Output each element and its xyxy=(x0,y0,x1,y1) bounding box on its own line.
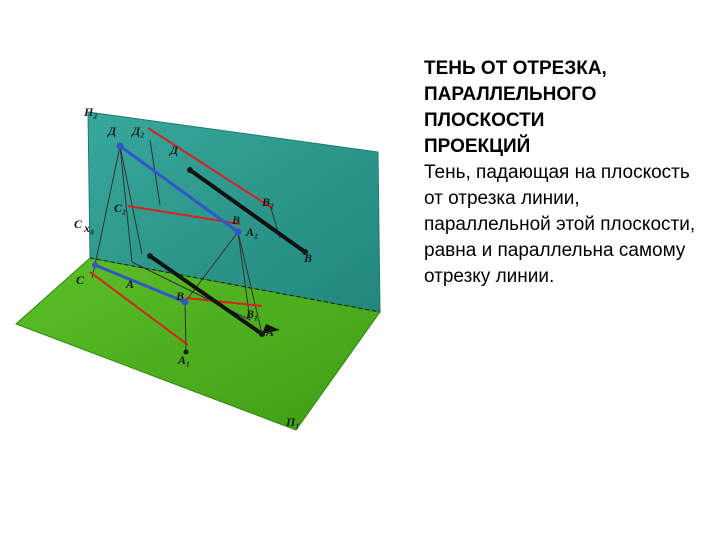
label-b1: В₁ xyxy=(245,307,258,321)
blue-segment xyxy=(94,144,239,304)
points xyxy=(92,142,308,355)
light-rays xyxy=(89,127,273,346)
label-d2: Д₂ xyxy=(131,124,144,138)
label-x0: x₀ xyxy=(83,221,94,235)
shadow-arrow-tip xyxy=(262,324,280,334)
label-b-low: В xyxy=(175,289,184,303)
label-c-low: С xyxy=(76,273,85,287)
slide-body: Тень, падающая на плоскость от отрезка л… xyxy=(424,162,696,287)
label-a2: А₂ xyxy=(245,225,258,239)
label-pi1: П₁ xyxy=(285,415,300,429)
slide-title: ТЕНЬ ОТ ОТРЕЗКА, ПАРАЛЛЕЛЬНОГО ПЛОСКОСТИ… xyxy=(424,58,607,157)
slide-text: ТЕНЬ ОТ ОТРЕЗКА, ПАРАЛЛЕЛЬНОГО ПЛОСКОСТИ… xyxy=(424,56,710,290)
label-d-shadow: Д xyxy=(169,143,179,157)
x-axis xyxy=(89,257,381,313)
label-c2: С₂ xyxy=(114,201,126,215)
label-b-shadow: В xyxy=(303,251,312,265)
label-a1: А₁ xyxy=(177,353,190,367)
label-b2: В₂ xyxy=(261,195,274,209)
label-a-k: А xyxy=(125,277,134,291)
label-c: С xyxy=(74,217,83,231)
label-d: Д xyxy=(107,124,117,138)
label-b: В xyxy=(231,213,240,227)
shadow-segments xyxy=(148,168,307,336)
label-pi2: П₂ xyxy=(83,105,98,119)
label-a-low: А xyxy=(265,325,274,339)
